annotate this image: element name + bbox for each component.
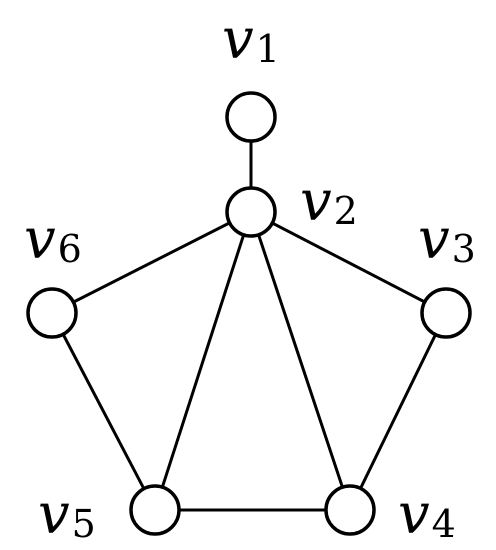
node-label-symbol: v (418, 207, 450, 272)
node-label-index: 6 (58, 227, 82, 271)
node-layer (26, 91, 472, 536)
node-label-index: 2 (334, 189, 358, 233)
node-label-index: 5 (72, 502, 96, 546)
node-label-symbol: v (398, 482, 430, 547)
node-label-index: 1 (256, 27, 280, 71)
edge-layer (50, 115, 448, 512)
edge-v5-v6 (50, 311, 157, 512)
node-label-v1: v1 (222, 7, 280, 72)
edge-v2-v4 (249, 210, 352, 512)
node-label-v6: v6 (24, 207, 82, 272)
node-label-index: 4 (432, 502, 456, 546)
node-label-symbol: v (24, 207, 56, 272)
node-label-index: 3 (452, 227, 476, 271)
node-v3 (420, 287, 472, 339)
edge-v2-v3 (249, 210, 448, 315)
node-label-v4: v4 (398, 482, 456, 547)
edge-v2-v6 (50, 210, 253, 315)
node-v2 (225, 186, 277, 238)
node-label-v2: v2 (300, 169, 358, 234)
edge-v2-v5 (153, 210, 253, 512)
node-v1 (225, 91, 277, 143)
node-v4 (324, 484, 376, 536)
node-v5 (129, 484, 181, 536)
node-label-v3: v3 (418, 207, 476, 272)
edge-v3-v4 (348, 311, 448, 512)
node-label-symbol: v (38, 482, 70, 547)
node-label-symbol: v (222, 7, 254, 72)
node-v6 (26, 287, 78, 339)
node-label-symbol: v (300, 169, 332, 234)
node-label-v5: v5 (38, 482, 96, 547)
